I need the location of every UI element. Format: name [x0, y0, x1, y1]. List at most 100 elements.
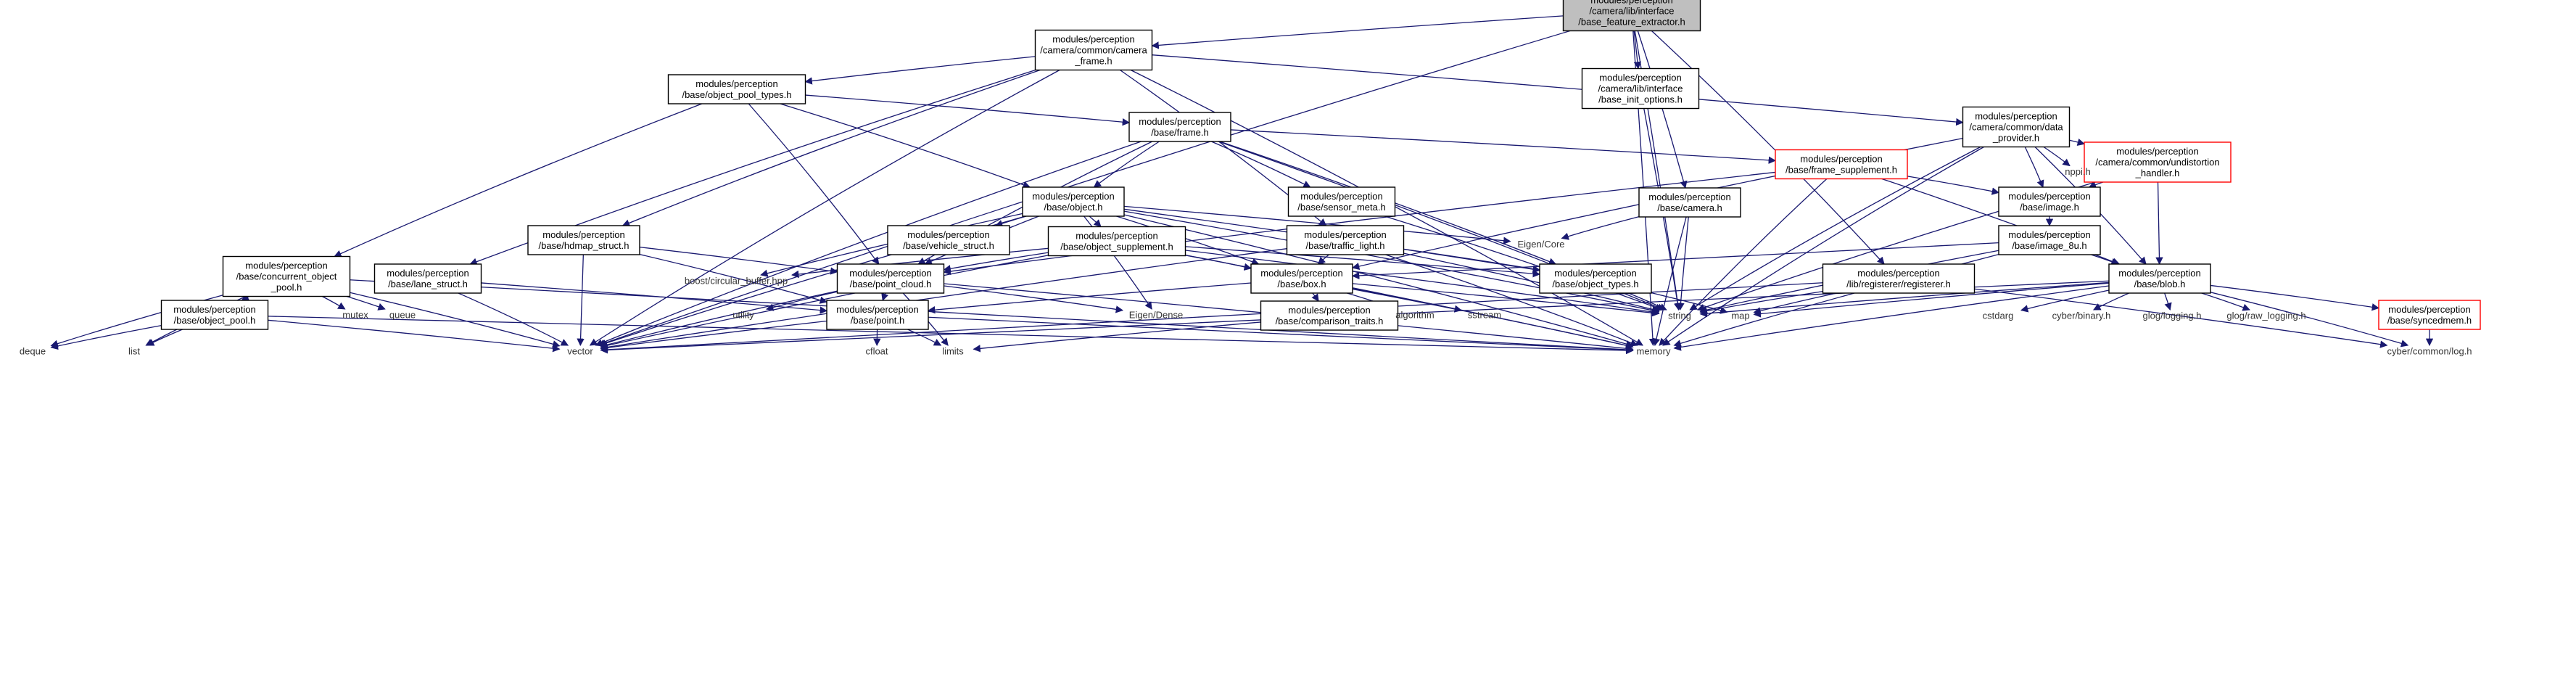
edge-N0-N10: [1637, 30, 1688, 189]
node-deque: deque: [20, 346, 46, 357]
node-modules-perception-camera-common-undistortion-handler-h[interactable]: modules/perception/camera/common/undisto…: [2084, 141, 2232, 183]
edge-N4-N9: [1211, 141, 1311, 188]
node-label-line: modules/perception: [2116, 146, 2198, 157]
node-modules-perception-camera-common-data-provider-h[interactable]: modules/perception/camera/common/data_pr…: [1962, 106, 2071, 148]
edge-N19-N25: [881, 292, 889, 301]
node-box: [826, 300, 929, 330]
node-box: [1998, 225, 2101, 255]
node-box: [373, 263, 482, 294]
node-label-line: _handler.h: [2135, 168, 2180, 178]
edge-N23-L21: [2210, 292, 2409, 348]
node-label-line: queue: [389, 310, 416, 321]
node-modules-perception-base-camera-h[interactable]: modules/perception/base/camera.h: [1638, 187, 1741, 218]
node-label-line: modules/perception: [1139, 116, 1221, 127]
node-modules-perception-base-object-h[interactable]: modules/perception/base/object.h: [1022, 186, 1125, 217]
edge-N4-N6: [1230, 129, 1777, 164]
node-modules-perception-base-object-supplement-h[interactable]: modules/perception/base/object_supplemen…: [1047, 226, 1186, 257]
edge-N5-N11: [2024, 147, 2044, 188]
edge-N22-L21: [1974, 288, 2388, 348]
node-label-line: /base/object_pool_types.h: [682, 89, 791, 100]
node-limits: limits: [942, 346, 964, 357]
edge-N10-L2: [1652, 216, 1687, 347]
node-box: [1562, 0, 1701, 32]
node-label-line: /base/vehicle_struct.h: [903, 240, 994, 251]
edge-N1-N12: [622, 69, 1041, 227]
edge-N3-N4: [805, 94, 1131, 126]
node-modules-perception-base-point-h[interactable]: modules/perception/base/point.h: [826, 300, 929, 330]
edge-N10-L4: [1561, 216, 1640, 240]
node-modules-perception-base-traffic-light-h[interactable]: modules/perception/base/traffic_light.h: [1286, 225, 1405, 255]
node-modules-perception-base-frame-supplement-h[interactable]: modules/perception/base/frame_supplement…: [1775, 149, 1908, 180]
node-label-line: modules/perception: [1599, 73, 1681, 83]
edge-N17-L0: [350, 292, 561, 348]
node-mutex: mutex: [342, 310, 368, 321]
node-modules-perception-camera-lib-interface-base-init-options-h[interactable]: modules/perception/camera/lib/interface/…: [1581, 67, 1700, 110]
node-eigen-dense: Eigen/Dense: [1129, 310, 1183, 321]
node-modules-perception-base-syncedmem-h[interactable]: modules/perception/base/syncedmem.h: [2378, 300, 2481, 330]
node-box: [1128, 112, 1231, 142]
node-label-line: /base/lane_struct.h: [388, 279, 468, 289]
node-nppi-h: nppi.h: [2065, 166, 2090, 177]
node-modules-perception-lib-registerer-registerer-h[interactable]: modules/perception/lib/registerer/regist…: [1822, 263, 1976, 294]
node-label-line: /camera/lib/interface: [1589, 6, 1674, 17]
edge-N6-N19: [943, 171, 1776, 276]
node-label-line: /base/object.h: [1044, 202, 1103, 213]
node-queue: queue: [389, 310, 416, 321]
node-label-line: list: [128, 346, 140, 357]
node-modules-perception-camera-common-camera-frame-h[interactable]: modules/perception/camera/common/camera_…: [1034, 29, 1153, 71]
node-label-line: modules/perception: [245, 260, 327, 271]
node-label-line: modules/perception: [1076, 231, 1157, 242]
edge-N4-L0: [595, 141, 1142, 347]
node-label-line: cfloat: [865, 346, 888, 357]
node-label-line: _frame.h: [1074, 56, 1112, 67]
node-modules-perception-base-comparison-traits-h[interactable]: modules/perception/base/comparison_trait…: [1260, 300, 1399, 331]
node-label-line: sstream: [1468, 310, 1501, 321]
node-modules-perception-base-blob-h[interactable]: modules/perception/base/blob.h: [2108, 263, 2211, 294]
node-modules-perception-base-object-pool-h[interactable]: modules/perception/base/object_pool.h: [160, 300, 269, 330]
node-label-line: /base/comparison_traits.h: [1276, 316, 1384, 326]
node-label-line: modules/perception: [1052, 34, 1134, 45]
node-modules-perception-base-box-h[interactable]: modules/perception/base/box.h: [1250, 263, 1353, 294]
node-vector: vector: [567, 346, 593, 357]
node-modules-perception-base-lane-struct-h[interactable]: modules/perception/base/lane_struct.h: [373, 263, 482, 294]
edge-N12-L0: [577, 254, 585, 347]
node-label-line: glog/logging.h: [2143, 311, 2202, 321]
edge-N22-L12: [1753, 292, 1837, 315]
nodes-layer: modules/perception/camera/lib/interface /…: [20, 0, 2481, 357]
node-modules-perception-base-object-types-h[interactable]: modules/perception/base/object_types.h: [1539, 263, 1652, 294]
edge-N0-N22: [1651, 30, 1885, 265]
node-label-line: modules/perception: [1032, 191, 1114, 202]
edge-N8-L2: [1123, 214, 1634, 348]
node-modules-perception-base-vehicle-struct-h[interactable]: modules/perception/base/vehicle_struct.h: [887, 225, 1010, 255]
node-modules-perception-camera-lib-interface-base-feature-extractor-h[interactable]: modules/perception/camera/lib/interface/…: [1562, 0, 1701, 32]
node-glog-logging-h: glog/logging.h: [2143, 311, 2202, 321]
node-box: [1581, 67, 1700, 110]
edge-N25-L20: [907, 329, 942, 346]
node-modules-perception-base-point-cloud-h[interactable]: modules/perception/base/point_cloud.h: [836, 263, 945, 294]
node-modules-perception-base-object-pool-types-h[interactable]: modules/perception/base/object_pool_type…: [667, 74, 806, 104]
edge-N23-L15: [2164, 292, 2172, 311]
node-label-line: /base/traffic_light.h: [1306, 240, 1385, 251]
node-label-line: modules/perception: [1975, 111, 2057, 122]
node-modules-perception-base-frame-h[interactable]: modules/perception/base/frame.h: [1128, 112, 1231, 142]
node-box: [1539, 263, 1652, 294]
node-modules-perception-base-sensor-meta-h[interactable]: modules/perception/base/sensor_meta.h: [1287, 186, 1396, 217]
edge-N19-L8: [765, 291, 838, 311]
node-modules-perception-base-concurrent-object-pool-h[interactable]: modules/perception/base/concurrent_objec…: [222, 255, 351, 297]
edge-N3-N19: [748, 103, 880, 265]
edge-N19-L0: [600, 290, 838, 349]
node-label-line: modules/perception: [2118, 268, 2200, 279]
node-modules-perception-base-image-h[interactable]: modules/perception/base/image.h: [1998, 186, 2101, 217]
edge-N25-L0: [600, 320, 827, 352]
node-modules-perception-base-image-8u-h[interactable]: modules/perception/base/image_8u.h: [1998, 225, 2101, 255]
node-label-line: /camera/common/camera: [1040, 45, 1147, 56]
node-modules-perception-base-hdmap-struct-h[interactable]: modules/perception/base/hdmap_struct.h: [527, 225, 640, 255]
edge-N23-L14: [2093, 292, 2129, 311]
edge-N1-N3: [804, 56, 1036, 85]
edge-N5-L3: [2043, 146, 2071, 167]
node-cfloat: cfloat: [865, 346, 888, 357]
node-box: [160, 300, 269, 330]
node-label-line: modules/perception: [1800, 154, 1882, 165]
node-box: [1775, 149, 1908, 180]
edge-N14-L5: [791, 247, 1049, 279]
